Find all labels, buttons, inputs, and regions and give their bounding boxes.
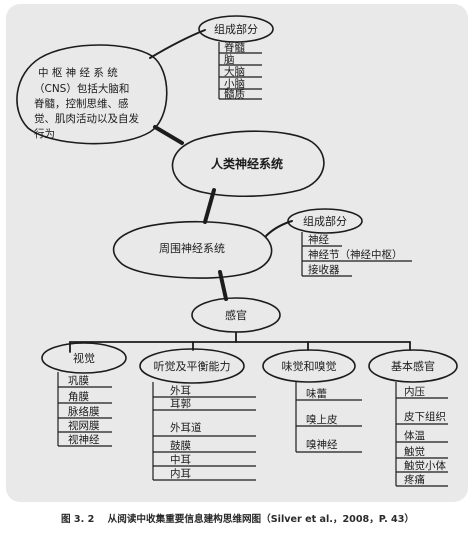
pns-part-item: 神经 [308,233,329,246]
cns-part-item: 小脑 [224,77,245,90]
cns-description-line: （CNS）包括大脑和 [34,82,129,95]
hearing-item: 外耳道 [170,421,202,434]
cns-part-item: 大脑 [224,65,245,78]
caption-spacer [98,514,105,525]
mind-map: 组成部分 脊髓 脑 大脑 小脑 髓质 中 枢 神 经 系 统 （CNS）包括大脑… [16,15,458,487]
cns-part-item: 髓质 [224,88,245,101]
hearing-item: 内耳 [170,467,191,480]
cns-description-line: 中 枢 神 经 系 统 [38,66,118,79]
cns-part-item: 脑 [224,53,235,66]
taste-item: 嗅神经 [306,438,338,451]
peripheral-nervous-system-bubble [112,220,273,279]
pns-part-item: 神经节（神经中枢） [308,248,403,261]
pns-part-item: 接收器 [308,263,340,276]
connector-lines [69,29,411,353]
vision-item: 巩膜 [68,375,89,387]
pns-parts-underlines [302,245,412,277]
taste-item: 嗅上皮 [306,413,338,426]
taste-underlines [296,399,362,453]
caption-text: 从阅读中收集重要信息建构思维网图（Silver et al.，2008，P. 4… [107,514,414,525]
connector-cns-to-human [153,125,184,145]
vision-bubble [41,342,127,374]
vision-item: 视神经 [68,433,100,446]
taste-label: 味觉和嗅觉 [282,359,337,373]
hearing-item: 鼓膜 [170,439,191,452]
senses-bubble [191,297,281,333]
hearing-underlines [153,396,256,481]
basic-item: 疼痛 [404,473,425,486]
basic-item: 触觉小体 [404,459,446,472]
vision-item: 脉络膜 [68,405,100,418]
basic-item: 皮下组织 [404,410,446,423]
connector-pns-to-senses [218,270,228,301]
senses-label: 感官 [225,308,247,322]
peripheral-nervous-system-label: 周围神经系统 [159,241,225,255]
taste-item: 味蕾 [306,387,327,400]
vision-label: 视觉 [73,351,95,365]
taste-bubble [262,349,356,383]
connector-pns-to-parts [265,220,293,237]
basic-underlines [396,397,448,487]
cns-description-line: 行为 [34,127,55,140]
pns-parts-title: 组成部分 [303,214,347,228]
hearing-label: 听觉及平衡能力 [154,359,231,373]
vision-underlines [58,386,112,447]
human-nervous-system-bubble [171,130,325,198]
basic-senses-bubble [368,349,458,383]
cns-parts-title: 组成部分 [214,22,258,36]
hearing-bubble [139,348,245,384]
connector-human-to-pns [203,188,216,224]
basic-item: 体温 [404,430,425,442]
paper-background [6,4,468,502]
cns-description-line: 觉、肌肉活动以及自发 [34,112,139,125]
human-nervous-system-label: 人类神经系统 [211,156,283,171]
pns-parts-title-bubble [287,208,363,234]
cns-description-bubble [16,44,168,145]
basic-senses-label: 基本感官 [391,359,435,373]
figure-number: 图 3. 2 [61,514,95,525]
basic-item: 内压 [404,385,425,398]
figure-caption: 图 3. 2 从阅读中收集重要信息建构思维网图（Silver et al.，20… [0,511,475,525]
vision-item: 角膜 [68,391,89,403]
connector-cns-to-parts [149,29,206,59]
vision-item: 视网膜 [68,419,100,432]
cns-description-line: 脊髓，控制思维、感 [34,97,129,110]
cns-parts-title-bubble [198,15,274,43]
basic-item: 触觉 [404,445,425,458]
cns-part-item: 脊髓 [224,41,245,54]
hearing-item: 中耳 [170,453,191,466]
hearing-item: 外耳 [170,385,191,397]
hearing-item: 耳郭 [170,397,191,410]
cns-parts-underlines [219,52,262,100]
